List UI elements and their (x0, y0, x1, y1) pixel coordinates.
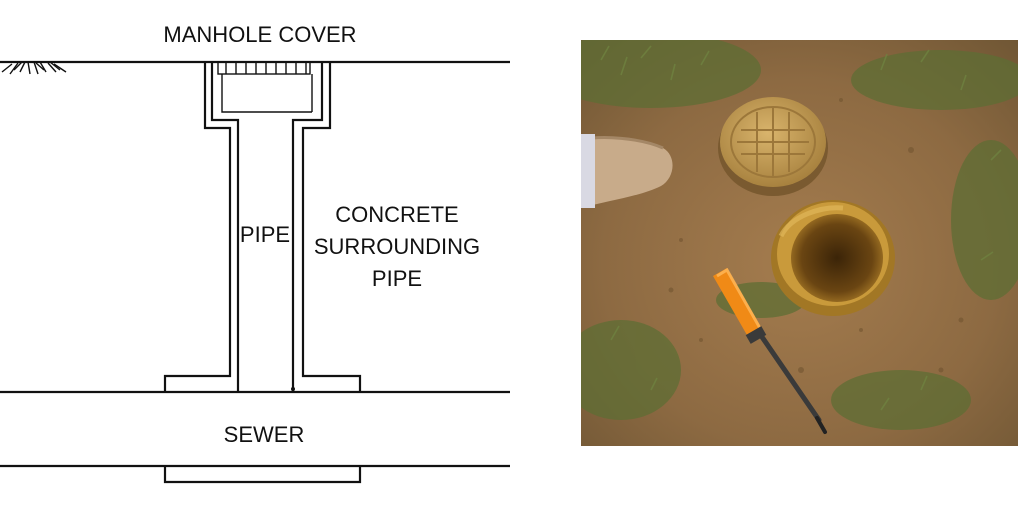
grass-blades (600, 45, 1002, 411)
sewer-label: SEWER (224, 422, 305, 447)
concrete-label-line1: CONCRETE (335, 202, 458, 227)
pipe-label: PIPE (240, 222, 290, 247)
photo-canvas (581, 40, 1018, 446)
riser-inner-left (221, 74, 312, 113)
concrete-outline-left (163, 62, 232, 392)
manhole-cover-label: MANHOLE COVER (163, 22, 356, 47)
grass-tuft-icon (1, 61, 67, 75)
grass-patches (581, 40, 1018, 430)
diagram-canvas: MANHOLE COVER PIPE CONCRETE SURROUNDING … (0, 22, 510, 484)
cleanout-photo (581, 40, 1018, 446)
screwdriver-icon (713, 267, 827, 434)
junction-dot (291, 387, 295, 391)
concrete-outline-right (301, 62, 362, 392)
cleanout-cover (718, 97, 828, 196)
concrete-label-line2: SURROUNDING (314, 234, 480, 259)
boot-shape (581, 134, 673, 208)
concrete-base-bottom (163, 466, 362, 484)
manhole-cover-shape (217, 61, 311, 75)
concrete-label-line3: PIPE (372, 266, 422, 291)
cleanout-pipe-opening (771, 200, 895, 316)
pipe-wall-left (210, 62, 240, 392)
pipe-wall-right (291, 62, 324, 392)
cleanout-cross-section-diagram: MANHOLE COVER PIPE CONCRETE SURROUNDING … (0, 22, 510, 484)
